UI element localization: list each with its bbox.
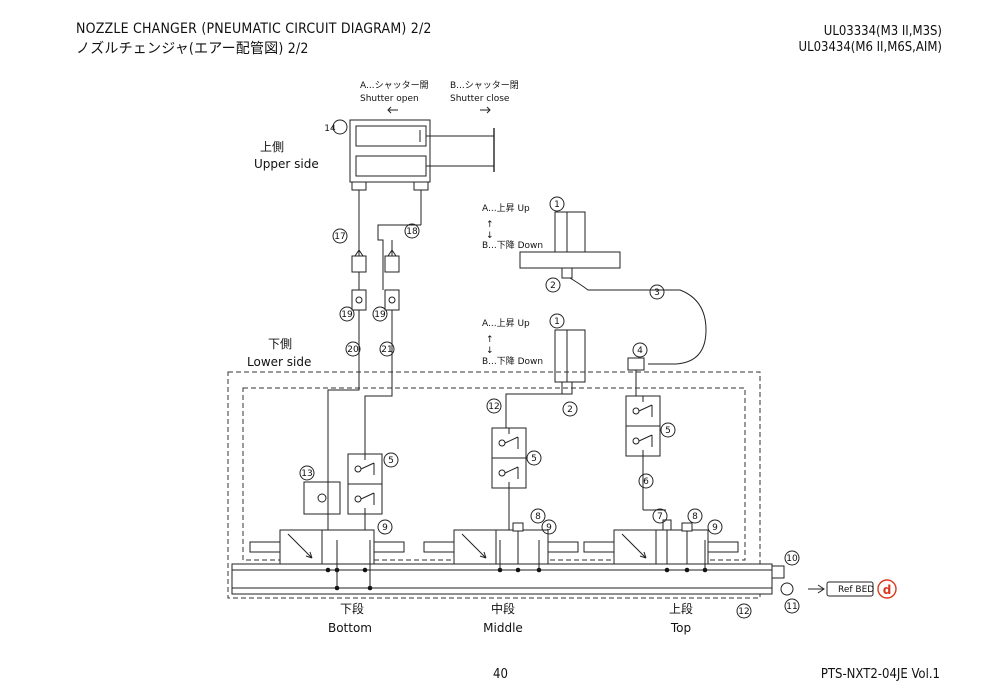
title-jp: ノズルチェンジャ(エアー配管図) 2/2 [76, 41, 309, 57]
stage-middle-jp: 中段 [491, 601, 515, 616]
model-1: UL03334(M3 II,M3S) [823, 24, 942, 39]
svg-text:↓: ↓ [486, 346, 494, 356]
stage-bottom-jp: 下段 [340, 601, 364, 616]
lift-cylinder-lower [554, 329, 586, 383]
valve-block-top [625, 395, 661, 457]
callout-4: 4 [637, 346, 643, 356]
callout-9c: 9 [712, 523, 718, 533]
shutter-b-sub: Shutter close [450, 94, 510, 104]
solenoid-valve-bottom [249, 529, 405, 565]
arrow-left-icon [387, 106, 398, 114]
shutter-a-label: A...シャッター開 [360, 80, 429, 91]
port-11 [780, 582, 794, 596]
callout-2b: 2 [567, 405, 573, 415]
updown-a-upper: A...上昇 Up [482, 203, 530, 214]
callout-5b: 5 [531, 454, 537, 464]
callout-5c: 5 [665, 426, 671, 436]
svg-text:↑: ↑ [486, 220, 494, 230]
callout-11: 11 [786, 602, 797, 612]
callout-14: 13 [301, 469, 312, 479]
doc-id: PTS-NXT2-04JE Vol.1 [820, 667, 940, 682]
manifold-base [231, 563, 773, 595]
callout-5a: 5 [388, 456, 394, 466]
callout-7: 7 [657, 512, 663, 522]
updown-a-lower: A...上昇 Up [482, 318, 530, 329]
tee-fitting [627, 357, 645, 371]
callout-9a: 9 [382, 523, 388, 533]
callout-19b: 19 [374, 310, 386, 320]
stage-top-jp: 上段 [669, 601, 693, 616]
callout-8a: 8 [535, 512, 541, 522]
model-2: UL03434(M6 II,M6S,AIM) [798, 40, 942, 55]
valve-block-middle [491, 427, 527, 489]
callout-19a: 19 [341, 310, 353, 320]
callout-1b: 1 [554, 317, 560, 327]
lower-side-jp: 下側 [268, 337, 292, 351]
updown-b-lower: B...下降 Down [482, 355, 543, 367]
stage-middle-en: Middle [483, 621, 523, 635]
page-number: 40 [493, 667, 508, 682]
tube-3 [569, 277, 707, 365]
updown-b-upper: B...下降 Down [482, 239, 543, 251]
callout-9b: 9 [546, 523, 552, 533]
callout-21: 21 [381, 345, 392, 355]
shutter-cylinder [349, 119, 495, 191]
callout-3: 3 [654, 288, 660, 298]
ref-letter: d [883, 583, 892, 597]
arrow-right-icon [480, 106, 491, 114]
solenoid-valve-middle [423, 529, 579, 565]
port-10 [771, 565, 785, 579]
shutter-b-label: B...シャッター閉 [450, 80, 519, 91]
lower-unit-outline [227, 371, 761, 599]
stage-top-en: Top [670, 621, 691, 635]
ref-badge[interactable] [877, 579, 897, 599]
callout-8b: 8 [692, 512, 698, 522]
shutter-a-sub: Shutter open [360, 94, 419, 104]
hand-pointer-icon [808, 584, 825, 594]
solenoid-valve-top [583, 529, 739, 565]
callout-12: 12 [738, 607, 749, 617]
svg-text:↓: ↓ [486, 231, 494, 241]
check-valve-14 [303, 481, 341, 515]
callout-2a: 2 [550, 281, 556, 291]
callout-13: 12 [488, 402, 499, 412]
speed-controller-right [384, 249, 400, 311]
title-en: NOZZLE CHANGER (PNEUMATIC CIRCUIT DIAGRA… [76, 21, 432, 37]
callout-15: 14 [324, 124, 336, 134]
callout-20: 20 [347, 345, 359, 355]
callout-10: 10 [786, 554, 798, 564]
svg-text:↑: ↑ [486, 335, 494, 345]
callout-1a: 1 [554, 200, 560, 210]
valve-block-bottom [347, 453, 383, 515]
lift-cylinder-upper [554, 211, 586, 253]
lower-side-en: Lower side [247, 355, 311, 369]
stage-bottom-en: Bottom [328, 621, 372, 635]
callout-6: 6 [643, 477, 649, 487]
upper-side-en: Upper side [254, 157, 319, 171]
callout-17: 17 [334, 232, 345, 242]
ref-bed-label: Ref BED [838, 585, 874, 595]
callout-15-ring [332, 119, 348, 135]
upper-side-jp: 上側 [260, 140, 284, 154]
callout-18: 18 [406, 227, 418, 237]
